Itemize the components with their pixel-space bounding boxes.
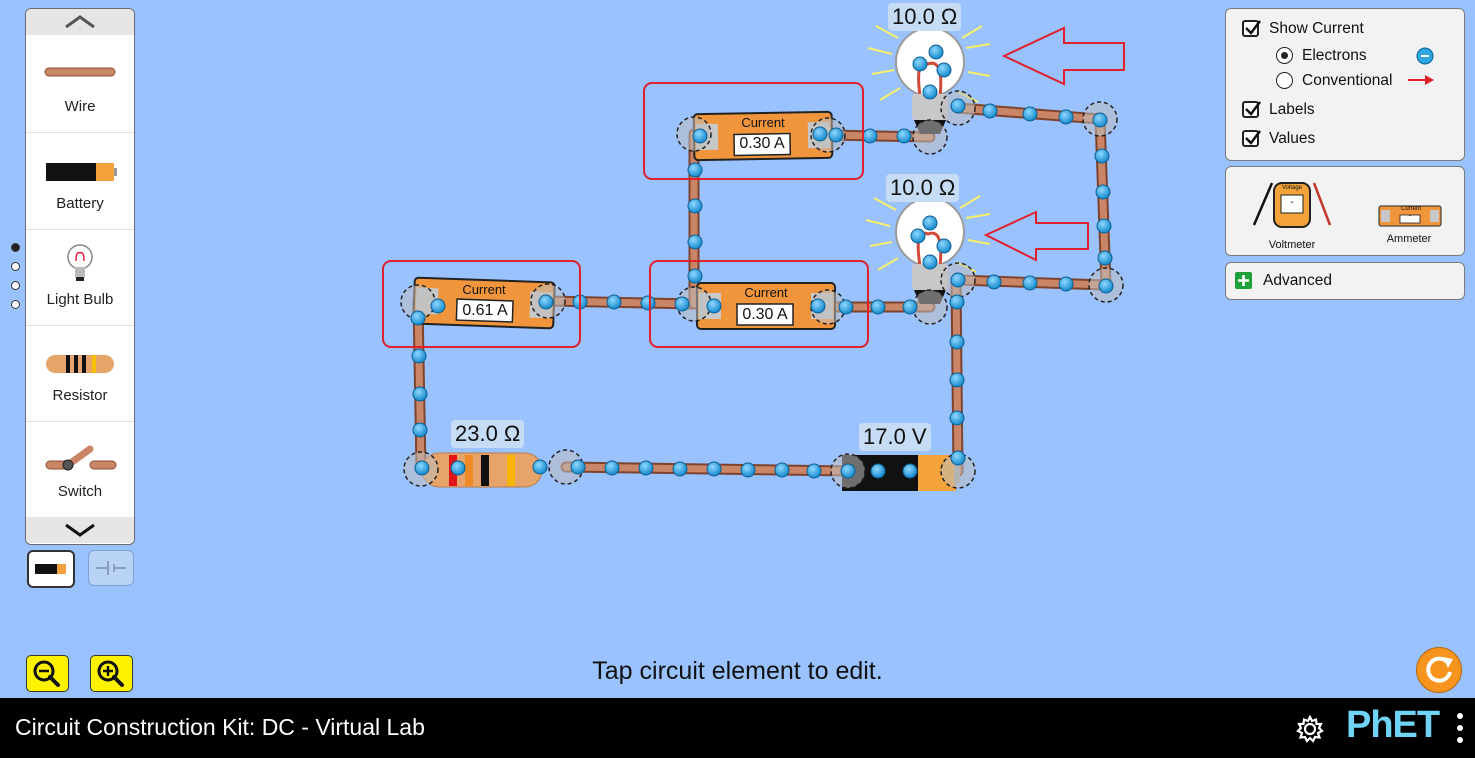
wire-icon	[44, 67, 116, 77]
voltmeter-readout: -	[1290, 197, 1294, 208]
advanced-label: Advanced	[1263, 272, 1332, 289]
toolbox-page-dot[interactable]	[11, 281, 20, 290]
show-current-label: Show Current	[1269, 20, 1364, 37]
ammeter-readout: -	[1408, 213, 1412, 220]
gear-icon[interactable]	[1296, 715, 1324, 743]
ammeter-tool[interactable]: Current - Ammeter	[1374, 205, 1444, 253]
resistor-icon	[46, 355, 114, 373]
voltmeter-icon	[1252, 182, 1332, 228]
ammeter-left-reading: 0.61 A	[462, 302, 508, 319]
voltmeter-face-text: Voltage	[1281, 185, 1303, 191]
reset-all-button[interactable]	[1416, 647, 1462, 693]
toolbox-page-dot[interactable]	[11, 243, 20, 252]
zoom-in-button[interactable]	[90, 655, 133, 692]
toolbox-item-label: Light Bulb	[46, 291, 114, 308]
sim-title: Circuit Construction Kit: DC - Virtual L…	[15, 714, 425, 740]
toolbox-item-wire[interactable]: Wire	[26, 36, 134, 133]
values-label: Values	[1269, 130, 1316, 147]
conventional-label: Conventional	[1302, 72, 1393, 89]
ammeter-label: Ammeter	[1386, 233, 1432, 245]
electrons	[410, 44, 1114, 479]
toolbox-scroll-up-button[interactable]	[26, 9, 134, 35]
toolbox-item-label: Battery	[56, 195, 104, 212]
sensor-toolbox-panel: Voltage - Voltmeter Current - Ammeter	[1225, 166, 1465, 256]
show-current-checkbox[interactable]	[1242, 20, 1261, 37]
chevron-down-icon	[65, 523, 95, 537]
toolbox-page-dot[interactable]	[11, 262, 20, 271]
battery-voltage-label: 17.0 V	[859, 423, 931, 451]
ammeter-middle-title: Current	[744, 285, 788, 300]
electrons-radio[interactable]	[1276, 47, 1293, 64]
ammeter-middle-reading: 0.30 A	[742, 306, 788, 323]
highlight-boxes	[382, 82, 869, 348]
component-toolbox: Wire Battery Light Bulb Resistor	[25, 8, 135, 545]
circuit-canvas	[382, 25, 1125, 491]
conventional-radio[interactable]	[1276, 72, 1293, 89]
lifelike-view-button[interactable]	[27, 550, 75, 588]
battery-icon	[46, 163, 117, 181]
toolbox-item-label: Wire	[64, 98, 96, 115]
ammeter-face-text: Current	[1400, 206, 1421, 212]
resistor[interactable]	[421, 452, 543, 488]
toolbox-item-resistor[interactable]: Resistor	[26, 325, 134, 422]
phet-logo[interactable]: PhET	[1346, 704, 1440, 746]
ammeter-icon	[1378, 205, 1442, 227]
voltmeter-tool[interactable]: Voltage - Voltmeter	[1244, 173, 1340, 253]
chevron-up-icon	[65, 15, 95, 29]
toolbox-item-label: Resistor	[52, 387, 108, 404]
bulb-bottom-resistance-label: 10.0 Ω	[886, 174, 960, 202]
zoom-out-button[interactable]	[26, 655, 69, 692]
battery-icon	[35, 564, 66, 574]
electrons-label: Electrons	[1302, 47, 1367, 64]
toolbox-item-light-bulb[interactable]: Light Bulb	[26, 229, 134, 326]
light-bulb-icon	[67, 244, 93, 281]
reset-icon	[1426, 656, 1453, 683]
zoom-out-icon	[33, 660, 60, 687]
toolbox-scroll-down-button[interactable]	[26, 517, 134, 543]
voltmeter-label: Voltmeter	[1268, 239, 1316, 251]
schematic-battery-icon	[96, 561, 126, 575]
current-display-panel: Show Current Electrons Conventional Labe…	[1225, 8, 1465, 161]
values-checkbox[interactable]	[1242, 130, 1261, 147]
ammeter-left-title: Current	[462, 282, 506, 297]
electron-icon	[1416, 47, 1434, 65]
navigation-bar: Circuit Construction Kit: DC - Virtual L…	[0, 698, 1475, 758]
checkmark-icon	[1245, 130, 1261, 145]
edit-hint-text: Tap circuit element to edit.	[592, 657, 883, 685]
toolbox-item-label: Switch	[57, 483, 103, 500]
checkmark-icon	[1245, 101, 1261, 116]
ammeter-top-reading: 0.30 A	[739, 135, 785, 152]
toolbox-page-dot[interactable]	[11, 300, 20, 309]
arrow-right-icon	[1408, 75, 1434, 85]
switch-icon	[45, 445, 117, 471]
advanced-panel[interactable]: Advanced	[1225, 262, 1465, 300]
resistor-resistance-label: 23.0 Ω	[451, 420, 525, 448]
light-bulb-bottom[interactable]	[865, 195, 991, 304]
expand-plus-icon[interactable]	[1235, 272, 1252, 289]
bulb-top-resistance-label: 10.0 Ω	[888, 3, 962, 31]
toolbox-item-battery[interactable]: Battery	[26, 133, 134, 230]
menu-kebab-icon[interactable]	[1454, 712, 1466, 744]
ammeter-top-title: Current	[741, 115, 785, 130]
labels-checkbox[interactable]	[1242, 101, 1261, 118]
labels-label: Labels	[1269, 101, 1315, 118]
checkmark-icon	[1245, 20, 1261, 35]
zoom-in-icon	[97, 660, 124, 687]
schematic-view-button[interactable]	[88, 550, 134, 586]
annotation-arrows	[983, 26, 1125, 262]
